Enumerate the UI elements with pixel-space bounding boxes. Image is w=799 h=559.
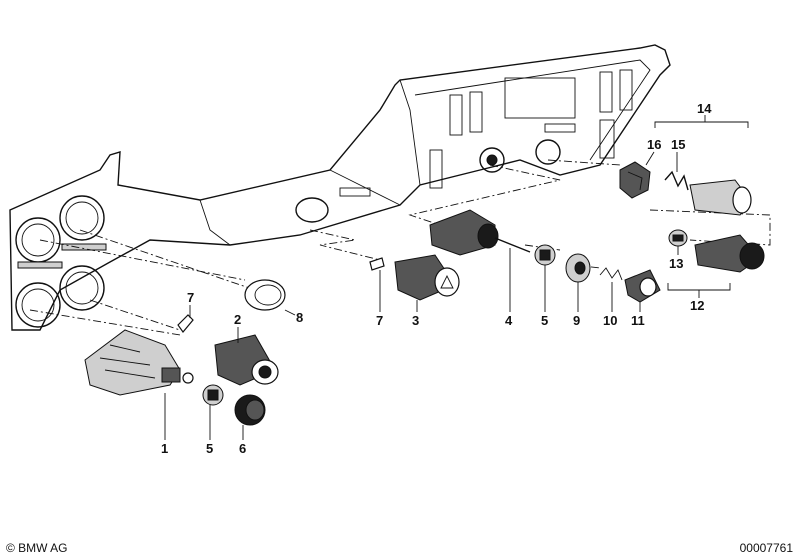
callout-4: 4 — [505, 313, 513, 328]
callout-15: 15 — [671, 137, 685, 152]
part-11-knob — [624, 269, 661, 312]
part-7-bulb-a — [177, 305, 194, 333]
part-3-switch — [394, 254, 460, 312]
callout-3: 3 — [412, 313, 419, 328]
part-6-cap — [234, 394, 266, 440]
part-16-nut — [619, 151, 655, 199]
part-1-light-switch — [84, 329, 194, 440]
callout-7-b: 7 — [376, 313, 383, 328]
callout-1: 1 — [161, 441, 168, 456]
callout-5-b: 5 — [541, 313, 548, 328]
dashboard-panel — [9, 44, 671, 331]
part-10-spring — [599, 267, 623, 312]
part-9-bezel — [565, 253, 591, 312]
callout-16: 16 — [647, 137, 661, 152]
assembly-lines — [29, 159, 771, 336]
callout-labels: 1 2 3 4 5 5 6 7 7 8 9 10 11 12 13 14 15 … — [161, 101, 712, 456]
callout-10: 10 — [603, 313, 617, 328]
callout-13: 13 — [669, 256, 683, 271]
callout-12: 12 — [690, 298, 704, 313]
part-8-ring — [244, 279, 296, 316]
callout-14: 14 — [697, 101, 712, 116]
part-2-rotary-switch — [214, 327, 279, 386]
part-14-lighter-socket — [654, 115, 752, 216]
callout-7-a: 7 — [187, 290, 194, 305]
callout-9: 9 — [573, 313, 580, 328]
part-12-lighter — [667, 234, 765, 298]
copyright-text: © BMW AG — [6, 541, 68, 555]
callout-8: 8 — [296, 310, 303, 325]
part-5-knob-a — [202, 384, 224, 440]
part-15-spring — [664, 152, 689, 191]
callout-2: 2 — [234, 312, 241, 327]
callout-5-a: 5 — [206, 441, 213, 456]
part-13-element — [668, 229, 688, 255]
callout-11: 11 — [631, 313, 645, 328]
callout-6: 6 — [239, 441, 246, 456]
part-5-knob-b — [534, 244, 556, 312]
reference-number: 00007761 — [739, 541, 793, 555]
part-7-bulb-b — [369, 257, 385, 312]
part-4-switch-with-rod — [429, 209, 531, 312]
